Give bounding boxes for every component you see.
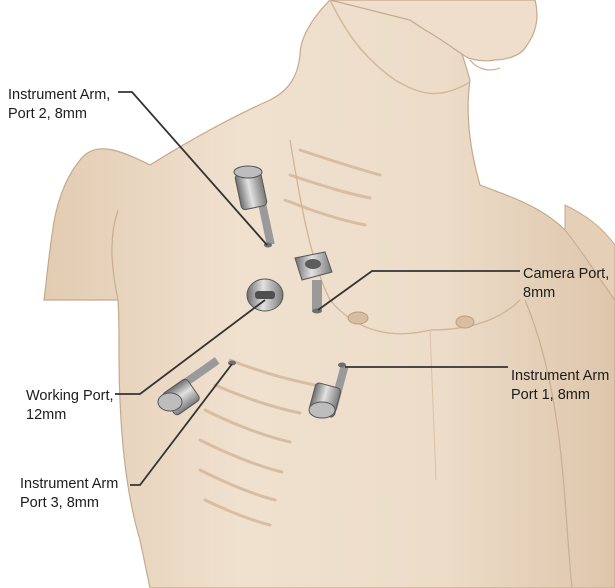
label-camera-port: Camera Port, 8mm	[523, 265, 609, 303]
port-working	[247, 279, 283, 311]
label-arm-port1-line2: Port 1, 8mm	[511, 386, 609, 405]
label-arm-port1-line1: Instrument Arm	[511, 367, 609, 386]
label-arm-port3-line1: Instrument Arm	[20, 475, 118, 494]
label-arm-port3-line2: Port 3, 8mm	[20, 494, 118, 513]
label-instrument-arm-port1: Instrument Arm Port 1, 8mm	[511, 367, 609, 405]
chin-shadow	[470, 60, 500, 70]
label-camera-line1: Camera Port,	[523, 265, 609, 284]
label-instrument-arm-port2: Instrument Arm, Port 2, 8mm	[8, 86, 110, 124]
label-arm-port2-line1: Instrument Arm,	[8, 86, 110, 105]
label-working-port: Working Port, 12mm	[26, 387, 114, 425]
label-camera-line2: 8mm	[523, 284, 609, 303]
label-working-line2: 12mm	[26, 406, 114, 425]
label-arm-port2-line2: Port 2, 8mm	[8, 105, 110, 124]
label-working-line1: Working Port,	[26, 387, 114, 406]
nipple-left	[348, 312, 368, 324]
nipple-right	[456, 316, 474, 328]
label-instrument-arm-port3: Instrument Arm Port 3, 8mm	[20, 475, 118, 513]
